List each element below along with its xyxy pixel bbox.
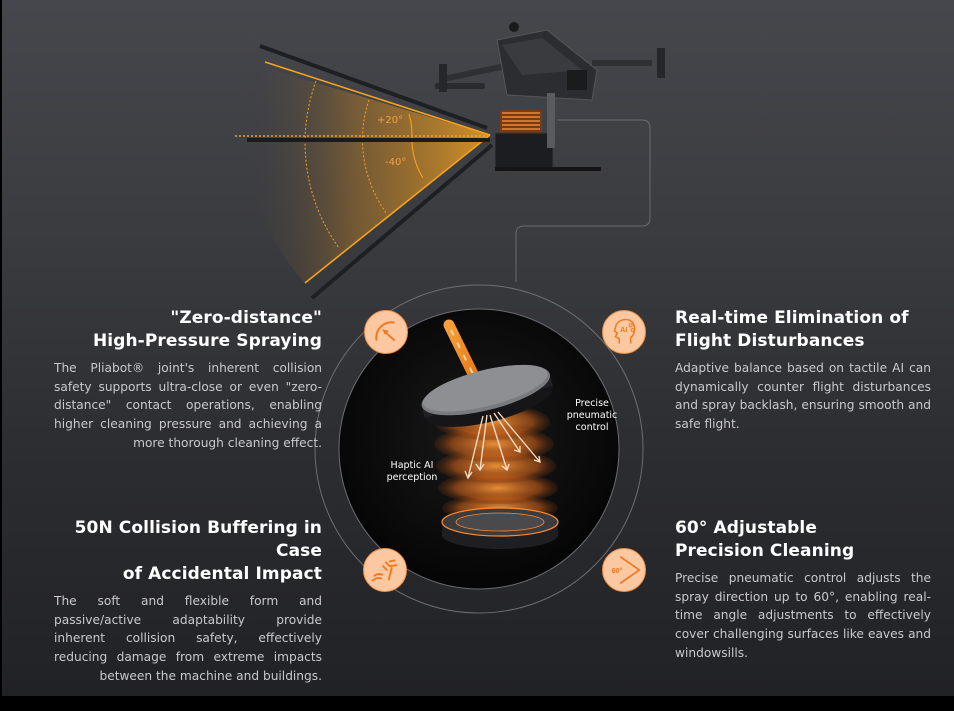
feature-collision-buffering: 50N Collision Buffering in Case of Accid… — [30, 517, 322, 686]
spray-angle-cone — [241, 62, 490, 283]
infographic-canvas: +20° -40° Haptic AI perception Precise p… — [2, 0, 954, 696]
feature-flight-disturbance: Real-time Elimination of Flight Disturba… — [675, 307, 931, 434]
feature-description: The soft and flexible form and passive/a… — [54, 594, 322, 683]
feature-zero-distance: "Zero-distance" High-Pressure Spraying T… — [54, 307, 322, 453]
angle-up-label: +20° — [377, 115, 404, 126]
angle-down-label: -40° — [385, 157, 407, 168]
feature-description: The Pliabot® joint's inherent collision … — [54, 361, 322, 450]
impact-buffer-icon — [363, 548, 407, 592]
feature-adjustable-cleaning: 60° Adjustable Precision Cleaning Precis… — [675, 517, 931, 663]
feature-description: Precise pneumatic control adjusts the sp… — [675, 571, 931, 660]
feature-title: 50N Collision Buffering in Case of Accid… — [74, 518, 322, 584]
feature-title: Real-time Elimination of Flight Disturba… — [675, 308, 909, 351]
angle-60-icon: 60° — [602, 548, 646, 592]
ai-head-icon: AI — [602, 310, 646, 354]
feature-description: Adaptive balance based on tactile AI can… — [675, 361, 931, 432]
outer-ring — [314, 284, 644, 614]
bellows-illustration — [421, 364, 559, 549]
feature-title: 60° Adjustable Precision Cleaning — [675, 518, 855, 561]
svg-text:AI: AI — [620, 326, 627, 334]
pneumatic-control-label: Precise pneumatic control — [566, 398, 618, 433]
feature-title: "Zero-distance" High-Pressure Spraying — [92, 308, 322, 351]
haptic-ai-label: Haptic AI perception — [386, 460, 438, 483]
drone-diagram — [235, 22, 665, 614]
svg-text:60°: 60° — [612, 567, 623, 575]
pressure-gauge-icon — [364, 310, 408, 354]
drone-body — [435, 22, 665, 171]
connector-line — [515, 119, 651, 282]
